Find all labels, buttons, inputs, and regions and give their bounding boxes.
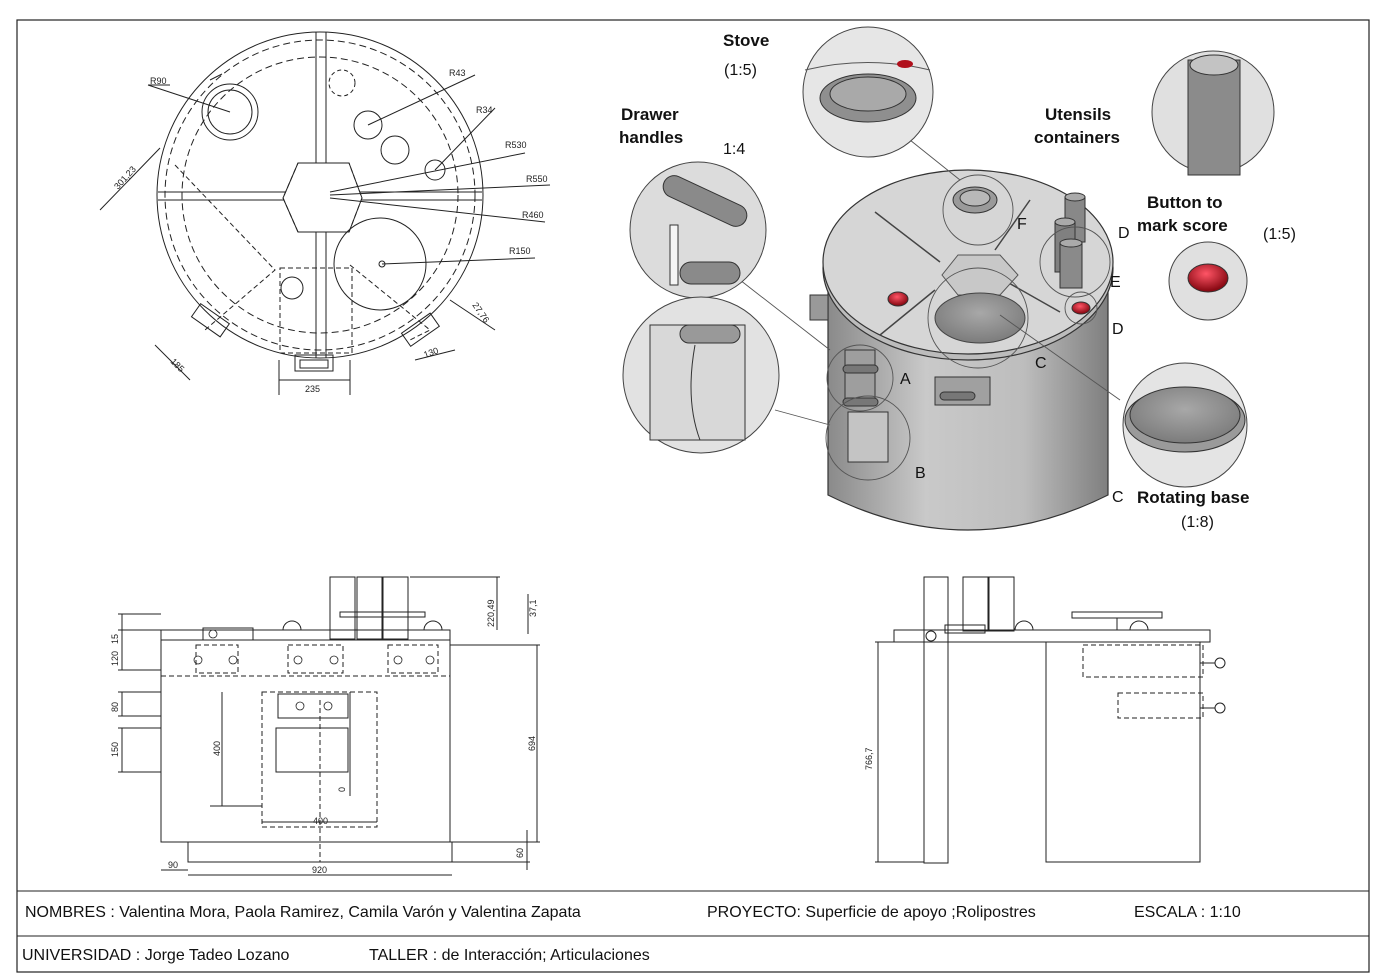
utensils-label-line1: Utensils (1045, 105, 1111, 124)
dim-130: 130 (422, 345, 440, 360)
dim-400-horizontal: 400 (313, 816, 328, 826)
dim-0: 0 (337, 787, 347, 792)
dim-301-23: 301,23 (112, 164, 138, 191)
score-button-right (1071, 301, 1091, 315)
dim-r460: R460 (522, 210, 544, 220)
dim-920: 920 (312, 865, 327, 875)
detail-letter-f: F (1017, 216, 1027, 233)
stove-label: Stove (723, 31, 769, 50)
dim-185: 185 (169, 356, 187, 374)
front-view (118, 576, 540, 876)
callout-labels: Stove (1:5) Drawer handles 1:4 Utensils … (619, 31, 1296, 531)
rotating-base-scale: (1:8) (1181, 514, 1214, 531)
detail-letter-c: C (1112, 489, 1124, 506)
rotating-base-label: Rotating base (1137, 488, 1249, 507)
dim-27-76: 27,76 (470, 300, 491, 324)
score-button-left (887, 291, 909, 307)
footer-taller: TALLER : de Interacción; Articulaciones (369, 947, 650, 964)
dim-694: 694 (527, 736, 537, 751)
side-view-dimensions: 766,7 (864, 747, 874, 770)
detail-letter-d: D (1118, 225, 1130, 242)
detail-letter-b: B (915, 465, 926, 482)
footer-proyecto: PROYECTO: Superficie de apoyo ;Rolipostr… (707, 904, 1036, 921)
dim-37-1: 37,1 (528, 599, 538, 617)
button-scale: (1:5) (1263, 226, 1296, 243)
dim-400-vertical: 400 (212, 741, 222, 756)
dim-220-49: 220,49 (486, 599, 496, 627)
title-block: NOMBRES : Valentina Mora, Paola Ramirez,… (22, 904, 1241, 964)
detail-letter-c2: C (1035, 355, 1047, 372)
detail-letter-a: A (900, 371, 911, 388)
dim-766-7: 766,7 (864, 747, 874, 770)
dim-235: 235 (305, 384, 320, 394)
utensils-label-line2: containers (1034, 128, 1120, 147)
sheet-border (16, 19, 1370, 973)
front-view-dimensions: 220,49 37,1 15 120 80 150 400 0 400 694 … (110, 599, 538, 875)
drawer-handles-scale: 1:4 (723, 141, 745, 158)
footer-universidad: UNIVERSIDAD : Jorge Tadeo Lozano (22, 947, 290, 964)
top-view (99, 31, 551, 395)
dim-r43: R43 (449, 68, 466, 78)
side-view (875, 576, 1226, 864)
isometric-view (622, 26, 1275, 531)
dim-r150: R150 (509, 246, 531, 256)
button-label-line1: Button to (1147, 193, 1223, 212)
detail-letter-d2: D (1112, 321, 1124, 338)
front-view-small-circles (193, 629, 435, 711)
dim-r90: R90 (150, 76, 167, 86)
detail-letter-e: E (1110, 274, 1121, 291)
dim-60: 60 (515, 848, 525, 858)
footer-nombres: NOMBRES : Valentina Mora, Paola Ramirez,… (25, 904, 581, 921)
dim-r530: R530 (505, 140, 527, 150)
drawer-handles-label-line1: Drawer (621, 105, 679, 124)
button-label-line2: mark score (1137, 216, 1228, 235)
footer-escala: ESCALA : 1:10 (1134, 904, 1241, 921)
dim-r34: R34 (476, 105, 493, 115)
dim-90: 90 (168, 860, 178, 870)
dim-r550: R550 (526, 174, 548, 184)
dim-120: 120 (110, 651, 120, 666)
dim-80: 80 (110, 702, 120, 712)
dim-15: 15 (110, 634, 120, 644)
stove-scale: (1:5) (724, 62, 757, 79)
dim-150: 150 (110, 742, 120, 757)
drawer-handles-label-line2: handles (619, 128, 683, 147)
